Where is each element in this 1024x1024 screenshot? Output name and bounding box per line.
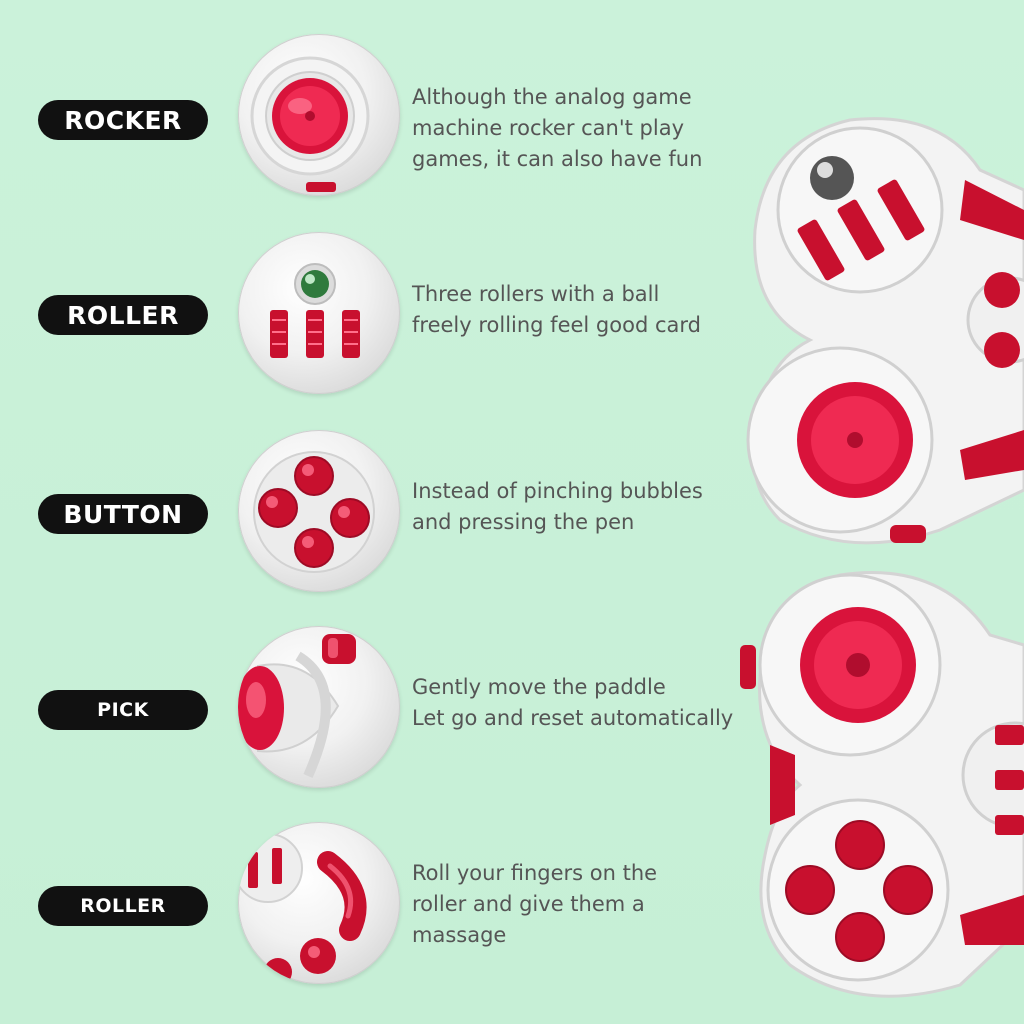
feature-label-pick: PICK — [38, 690, 208, 730]
paddle-pick-icon — [238, 626, 400, 788]
feature-label-roller: ROLLER — [38, 295, 208, 335]
rocker-joystick-icon — [238, 34, 400, 196]
controller-bottom-illustration — [740, 571, 1024, 998]
feature-description-pick: Gently move the paddle Let go and reset … — [412, 675, 734, 730]
feature-description-rocker: Although the analog game machine rocker … — [412, 85, 703, 171]
feature-row-finger-roller: ROLLER Roll your fingers on the roller a… — [0, 820, 740, 1000]
feature-description-roller: Three rollers with a ball freely rolling… — [412, 282, 701, 337]
feature-label-rocker: ROCKER — [38, 100, 208, 140]
feature-label-button: BUTTON — [38, 494, 208, 534]
feature-row-roller: ROLLER Three rollers with a ball freely … — [0, 228, 740, 408]
four-buttons-icon — [238, 430, 400, 592]
three-rollers-ball-icon — [238, 232, 400, 394]
finger-roller-icon — [238, 822, 400, 984]
feature-row-pick: PICK Gently move the paddle Let go and r… — [0, 624, 740, 804]
feature-description-finger-roller: Roll your fingers on the roller and give… — [412, 861, 658, 947]
feature-label-finger-roller: ROLLER — [38, 886, 208, 926]
controller-top-illustration — [746, 117, 1024, 545]
feature-row-rocker: ROCKER Although the analog game machine … — [0, 28, 740, 208]
feature-row-button: BUTTON Instead of pinching bubbles and p… — [0, 428, 740, 608]
feature-description-button: Instead of pinching bubbles and pressing… — [412, 479, 703, 534]
